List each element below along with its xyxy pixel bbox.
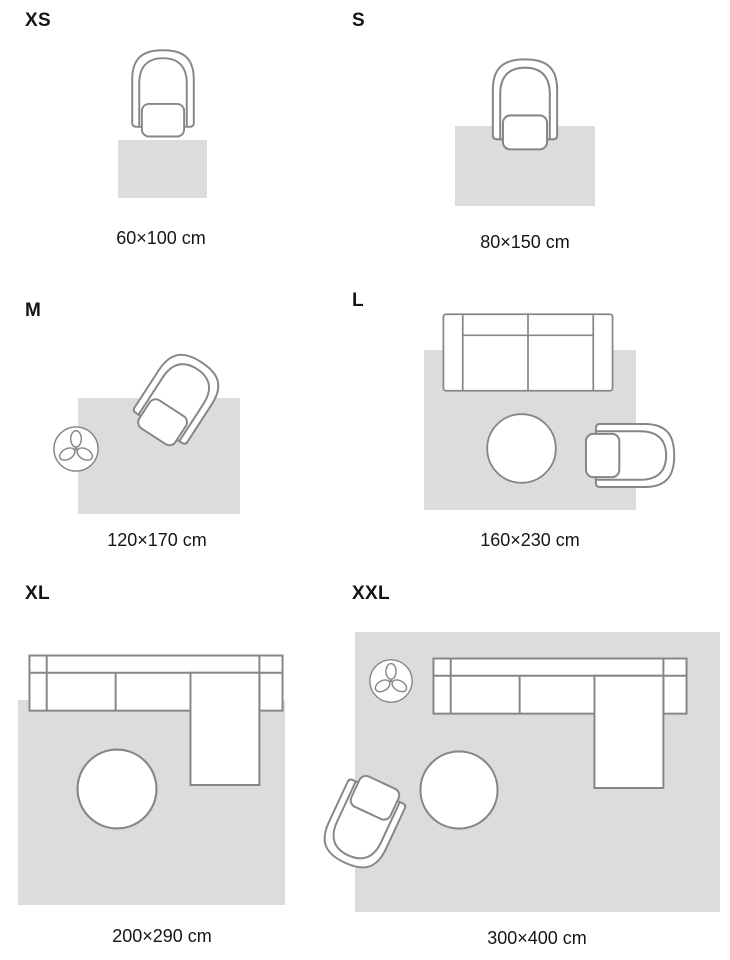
size-label-m: M — [25, 300, 42, 321]
size-label-l: L — [352, 290, 364, 311]
armchair-icon — [479, 53, 571, 154]
plant-icon — [368, 658, 414, 704]
size-caption-xxl: 300×400 cm — [487, 928, 587, 948]
size-label-xs: XS — [25, 10, 51, 31]
size-caption-xl: 200×290 cm — [112, 926, 212, 946]
size-caption-l: 160×230 cm — [480, 530, 580, 550]
coffee-table-icon — [418, 749, 500, 831]
plant-icon — [52, 425, 100, 473]
armchair-icon — [119, 44, 207, 141]
size-caption-m: 120×170 cm — [107, 530, 207, 550]
size-caption-xs: 60×100 cm — [116, 228, 206, 248]
size-caption-s: 80×150 cm — [480, 232, 570, 252]
size-label-s: S — [352, 10, 365, 31]
sofa-icon — [442, 313, 614, 392]
size-label-xxl: XXL — [352, 583, 390, 604]
coffee-table-icon — [75, 747, 159, 831]
coffee-table-icon — [485, 412, 558, 485]
armchair-icon — [582, 411, 681, 501]
size-label-xl: XL — [25, 583, 50, 604]
rug — [118, 140, 207, 198]
